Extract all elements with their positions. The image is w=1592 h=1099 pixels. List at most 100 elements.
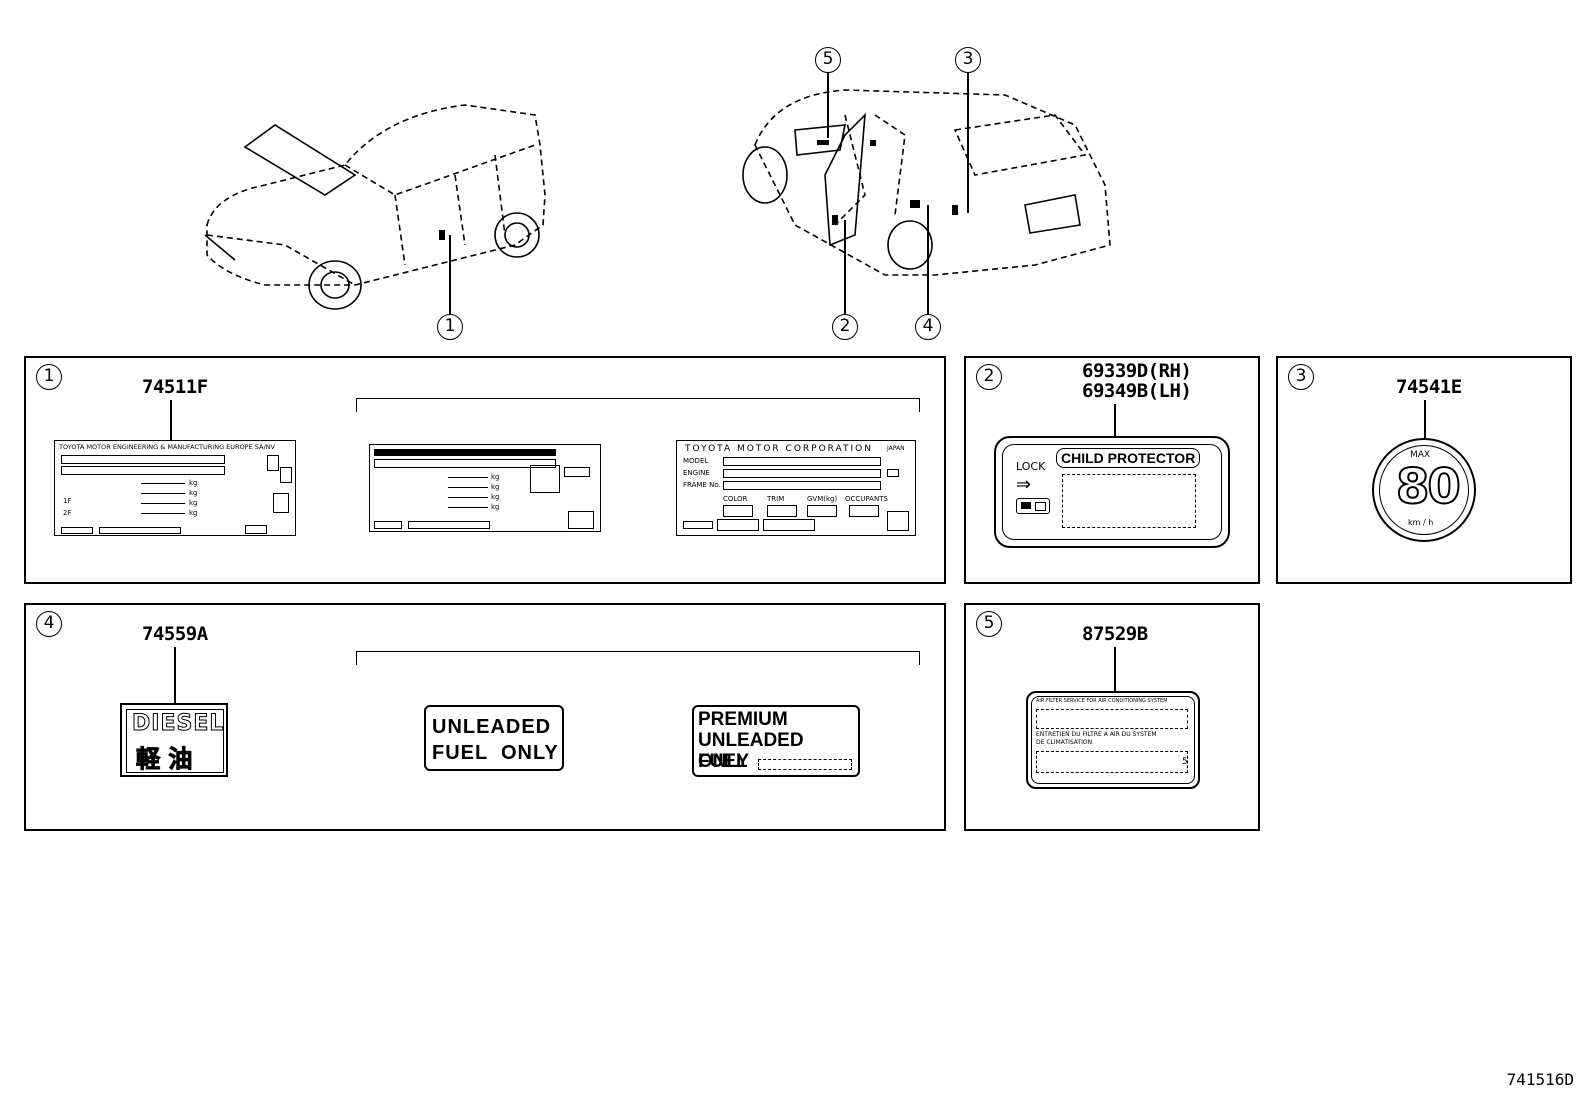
tmc-bar bbox=[763, 519, 815, 531]
diagram-number: 741516D bbox=[1506, 1070, 1574, 1089]
panel-index: 2 bbox=[976, 364, 1002, 390]
panel-index: 5 bbox=[976, 611, 1002, 637]
unleaded-label: UNLEADED FUEL ONLY bbox=[424, 705, 564, 771]
weight-unit: kg bbox=[491, 503, 500, 511]
callout-3-vehicle: 3 bbox=[955, 47, 981, 73]
switch-knob bbox=[1021, 502, 1031, 509]
premium-line-1: PREMIUM bbox=[698, 709, 788, 730]
weight-line bbox=[448, 507, 488, 508]
weight-unit: kg bbox=[189, 489, 198, 497]
child-protector-blank bbox=[1062, 474, 1196, 528]
tmc-col-label: GVM(kg) bbox=[807, 495, 838, 503]
leader-line bbox=[174, 647, 176, 703]
panel-1: 1 74511F TOYOTA MOTOR ENGINEERING & MANU… bbox=[24, 356, 946, 584]
air-filter-blank bbox=[1036, 751, 1188, 773]
plate-box bbox=[564, 467, 590, 477]
tmc-bar bbox=[683, 521, 713, 529]
tmc-bar bbox=[723, 481, 881, 490]
weight-unit: kg bbox=[491, 473, 500, 481]
axle-label: 1F bbox=[63, 497, 72, 505]
tmc-row-label: ENGINE bbox=[683, 469, 710, 477]
tmc-col-label: OCCUPANTS bbox=[845, 495, 888, 503]
part-number: 87529B bbox=[1082, 623, 1148, 645]
weight-line bbox=[448, 497, 488, 498]
speed-unit: km / h bbox=[1408, 518, 1434, 527]
diesel-kanji: 軽 油 bbox=[135, 745, 193, 774]
premium-line-3: ONLY bbox=[698, 751, 750, 772]
vin-bar bbox=[245, 525, 267, 534]
speed-limit-inner bbox=[1379, 445, 1469, 535]
tmc-box bbox=[887, 469, 899, 477]
switch-slot bbox=[1035, 502, 1046, 511]
panel-index: 3 bbox=[1288, 364, 1314, 390]
part-number: 74559A bbox=[142, 623, 208, 645]
arrow-right-icon: ⇒ bbox=[1016, 474, 1032, 495]
vin-label-header: TOYOTA MOTOR ENGINEERING & MANUFACTURING… bbox=[59, 443, 275, 451]
protector-text: CHILD PROTECTOR bbox=[1056, 448, 1201, 468]
tmc-header-code: JAPAN bbox=[887, 445, 905, 452]
vin-bar bbox=[61, 455, 225, 464]
leader-line bbox=[1424, 400, 1426, 438]
tmc-box bbox=[887, 511, 909, 531]
leader-line bbox=[967, 73, 969, 213]
vin-bar bbox=[61, 466, 225, 475]
part-number-lh: 69349B(LH) bbox=[1082, 380, 1192, 402]
tmc-box bbox=[849, 505, 879, 517]
leader-line bbox=[449, 235, 451, 314]
axle-label: 2F bbox=[63, 509, 72, 517]
weight-unit: kg bbox=[189, 479, 198, 487]
leader-line bbox=[170, 400, 172, 440]
front-vehicle-illustration bbox=[204, 104, 546, 310]
plate-label-alt: kg kg kg kg bbox=[369, 444, 601, 532]
variant-bracket bbox=[356, 398, 920, 412]
part-number: 74541E bbox=[1396, 376, 1462, 398]
air-filter-line-1: AIR FILTER SERVICE FOR AIR CONDITIONING … bbox=[1036, 698, 1168, 704]
tmc-row-label: MODEL bbox=[683, 457, 709, 465]
air-filter-line-2: ENTRETIEN DU FILTRE A AIR DU SYSTEM bbox=[1036, 731, 1157, 738]
weight-line bbox=[141, 493, 185, 494]
weight-unit: kg bbox=[189, 499, 198, 507]
weight-line bbox=[448, 487, 488, 488]
vin-bar bbox=[99, 527, 181, 534]
diesel-text: DIESEL bbox=[131, 711, 225, 737]
premium-line-2: UNLEADED FUEL bbox=[698, 730, 804, 772]
weight-unit: kg bbox=[491, 483, 500, 491]
panel-5: 5 87529B AIR FILTER SERVICE FOR AIR COND… bbox=[964, 603, 1260, 831]
part-number: 74511F bbox=[142, 376, 208, 398]
rear-vehicle-illustration bbox=[742, 89, 1111, 276]
unleaded-line-1: UNLEADED bbox=[432, 716, 552, 738]
leader-line bbox=[1114, 647, 1116, 691]
weight-line bbox=[141, 483, 185, 484]
child-protector-label: LOCK CHILD PROTECTOR ⇒ bbox=[994, 436, 1230, 548]
weight-line bbox=[141, 503, 185, 504]
tmc-col-label: TRIM bbox=[767, 495, 785, 503]
child-protector-inner bbox=[1002, 444, 1222, 540]
leader-line bbox=[927, 205, 929, 314]
vin-box bbox=[280, 467, 292, 483]
weight-unit: kg bbox=[491, 493, 500, 501]
air-filter-blank bbox=[1036, 709, 1188, 729]
air-filter-label: AIR FILTER SERVICE FOR AIR CONDITIONING … bbox=[1026, 691, 1200, 789]
panel-index: 4 bbox=[36, 611, 62, 637]
part-number-rh: 69339D(RH) bbox=[1082, 360, 1192, 382]
callout-5-vehicle: 5 bbox=[815, 47, 841, 73]
leader-line bbox=[844, 220, 846, 314]
plate-box bbox=[568, 511, 594, 529]
leader-line bbox=[827, 73, 829, 138]
max-text: MAX bbox=[1410, 450, 1431, 460]
vin-box bbox=[267, 455, 279, 471]
tmc-bar bbox=[717, 519, 759, 531]
weight-unit: kg bbox=[189, 509, 198, 517]
tmc-box bbox=[807, 505, 837, 517]
plate-bar bbox=[374, 449, 556, 456]
air-filter-suffix: 5 bbox=[1182, 757, 1188, 767]
air-filter-inner bbox=[1031, 696, 1195, 784]
leader-line bbox=[1114, 404, 1116, 436]
tmc-col-label: COLOR bbox=[723, 495, 748, 503]
weight-line bbox=[141, 513, 185, 514]
premium-label: PREMIUM UNLEADED FUEL ONLY bbox=[692, 705, 860, 777]
weight-line bbox=[448, 477, 488, 478]
premium-blank bbox=[758, 759, 852, 770]
panel-index: 1 bbox=[36, 364, 62, 390]
callout-2-vehicle: 2 bbox=[832, 314, 858, 340]
